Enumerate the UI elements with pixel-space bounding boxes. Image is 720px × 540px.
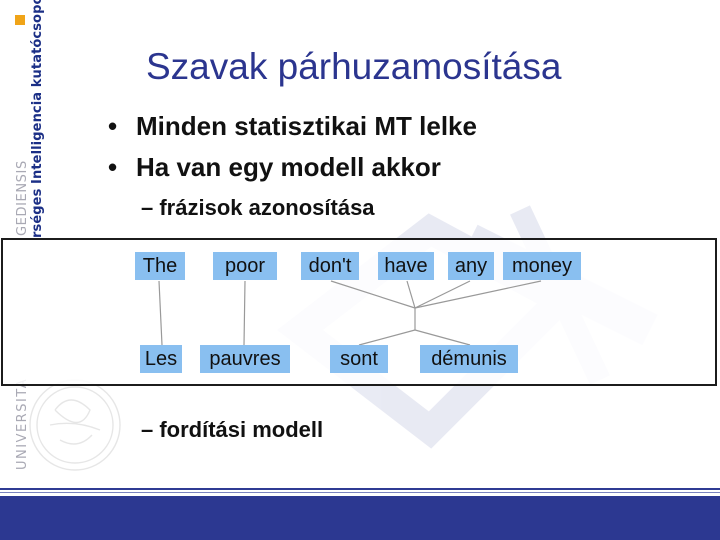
footer-rule	[0, 488, 720, 490]
footer-rule-thin	[0, 492, 720, 493]
source-word: The	[135, 252, 185, 280]
sub-item: – fordítási modell	[141, 417, 324, 442]
source-word: poor	[213, 252, 277, 280]
footer-bar	[0, 496, 720, 540]
sub-item: – frázisok azonosítása	[141, 195, 375, 220]
alignment-line	[414, 280, 471, 309]
alignment-line	[330, 280, 416, 309]
source-word: money	[503, 252, 581, 280]
alignment-lines	[158, 280, 542, 346]
target-word: Les	[140, 345, 182, 373]
word-alignment-diagram: The poor don't have any money Les pauvre…	[1, 238, 717, 386]
alignment-line	[358, 329, 416, 346]
target-word: sont	[330, 345, 388, 373]
bullet-item: • Ha van egy modell akkor	[108, 152, 441, 183]
slide-title: Szavak párhuzamosítása	[146, 46, 562, 87]
source-word: don't	[301, 252, 359, 280]
bullet-text: Ha van egy modell akkor	[136, 152, 441, 182]
alignment-line	[243, 280, 246, 346]
bullet-marker: •	[108, 111, 118, 141]
alignment-line	[158, 280, 163, 346]
source-word: any	[448, 252, 494, 280]
alignment-line	[414, 329, 471, 346]
research-group-label: rséges Intelligencia kutatócsoport	[30, 0, 45, 238]
source-word: have	[378, 252, 434, 280]
logo-square	[15, 15, 25, 25]
gediensis-label: GEDIENSIS	[15, 160, 30, 236]
bullet-marker: •	[108, 152, 118, 182]
university-label: UNIVERSITA	[15, 377, 30, 470]
alignment-line	[414, 280, 542, 309]
bullet-text: Minden statisztikai MT lelke	[136, 111, 477, 141]
target-word: pauvres	[200, 345, 290, 373]
bullet-item: • Minden statisztikai MT lelke	[108, 111, 477, 142]
alignment-line	[406, 280, 416, 309]
target-word: démunis	[420, 345, 518, 373]
